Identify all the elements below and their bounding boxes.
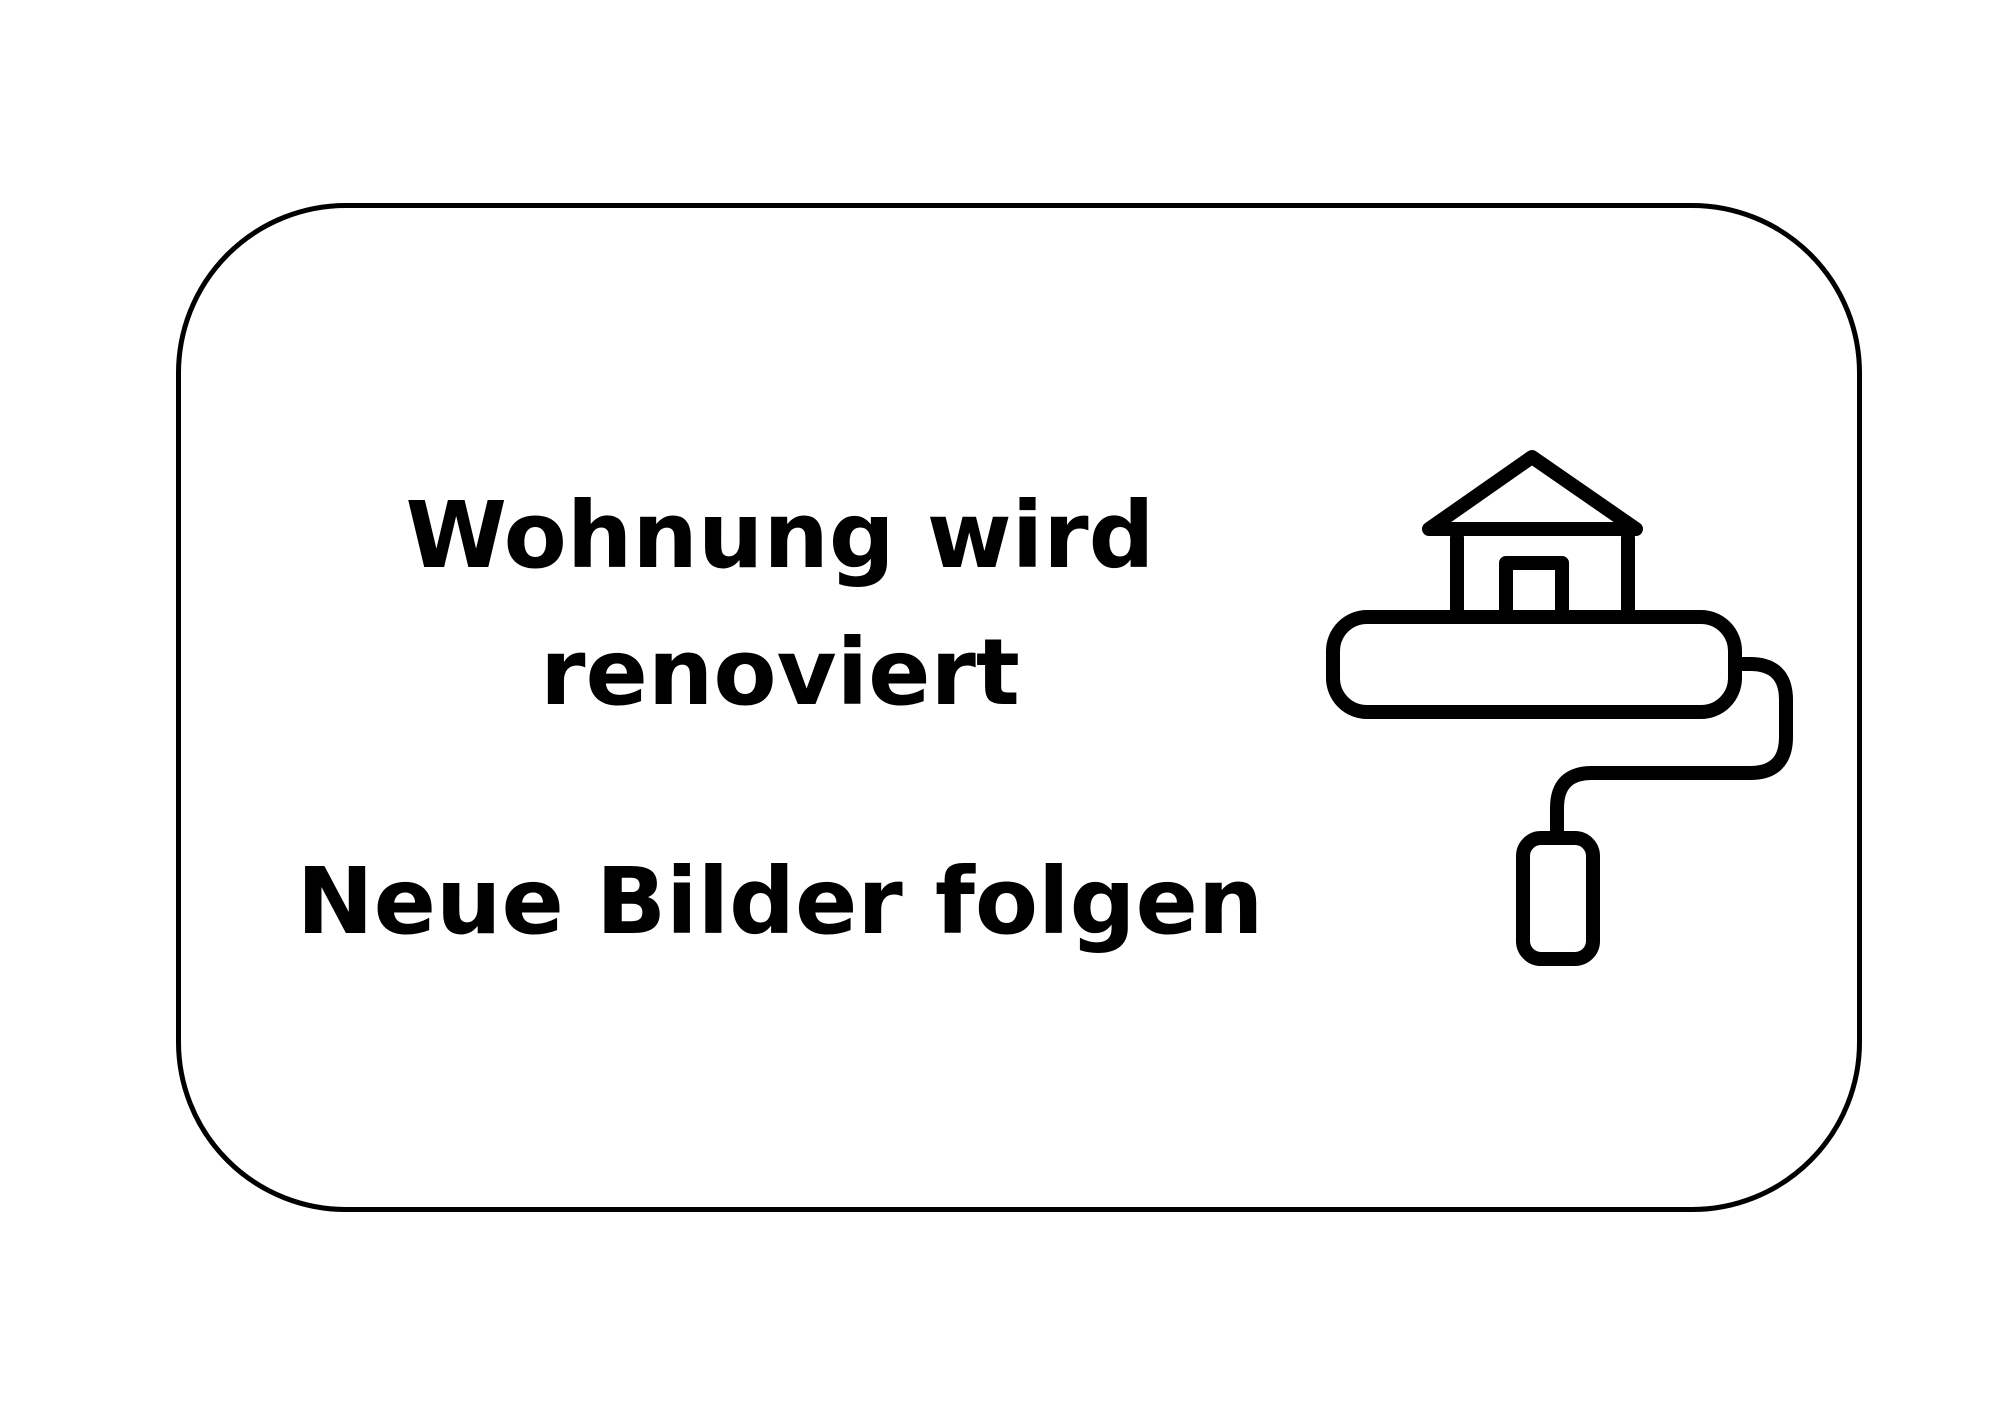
notice-card bbox=[176, 203, 1862, 1212]
roller-handle bbox=[1516, 831, 1600, 966]
notice-heading-line-1: Wohnung wird bbox=[405, 482, 1155, 589]
house-roof bbox=[1422, 450, 1643, 536]
notice-heading-line-2: renoviert bbox=[540, 619, 1020, 726]
house-walls bbox=[1450, 531, 1635, 621]
house-paint-roller-icon bbox=[1326, 450, 1793, 966]
roller-arm bbox=[1550, 657, 1793, 845]
notice-subtitle: Neue Bilder folgen bbox=[296, 848, 1264, 955]
roller-cylinder bbox=[1326, 610, 1742, 719]
house-door bbox=[1499, 556, 1569, 624]
